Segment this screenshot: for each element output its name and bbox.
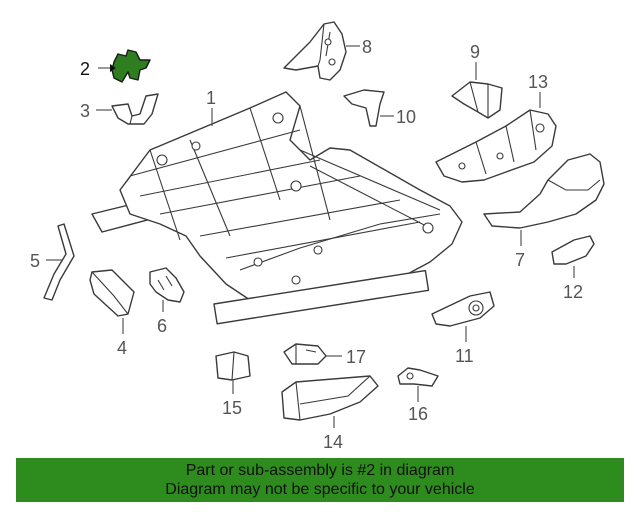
part-14-lower-trim[interactable] <box>281 375 379 421</box>
part-17-clip[interactable] <box>283 343 327 365</box>
callout-4: 4 <box>117 338 127 358</box>
banner-line-2: Diagram may not be specific to your vehi… <box>165 481 475 498</box>
callout-14: 14 <box>323 432 343 452</box>
part-6-clip[interactable] <box>149 267 185 303</box>
callout-15: 15 <box>222 398 242 418</box>
part-16-knob-bracket[interactable] <box>397 367 439 387</box>
callout-13: 13 <box>528 72 548 92</box>
callout-3: 3 <box>80 101 90 121</box>
callout-17: 17 <box>346 347 366 367</box>
part-3-bracket[interactable] <box>111 93 159 125</box>
part-4-side-cover[interactable] <box>89 269 135 317</box>
part-5-rod[interactable] <box>43 223 75 301</box>
part-7-side-trim[interactable] <box>483 153 605 229</box>
part-1-seat-frame[interactable] <box>91 91 463 325</box>
part-8-upper-bracket[interactable] <box>283 21 347 81</box>
info-banner: Part or sub-assembly is #2 in diagram Di… <box>16 458 624 502</box>
part-9-hinge-bracket[interactable] <box>451 81 503 119</box>
callout-2: 2 <box>80 59 90 79</box>
part-15-small-cover[interactable] <box>215 351 251 381</box>
callout-17-label-16: 16 <box>408 404 428 424</box>
callout-7: 7 <box>515 250 525 270</box>
callout-11: 11 <box>455 346 474 366</box>
part-10-bracket[interactable] <box>343 89 385 127</box>
callout-5: 5 <box>30 251 40 271</box>
callout-1: 1 <box>206 88 216 108</box>
part-12-handle[interactable] <box>551 235 595 265</box>
part-2-bracket-highlighted[interactable] <box>111 49 151 83</box>
callout-6: 6 <box>157 316 167 336</box>
callout-9: 9 <box>470 42 480 62</box>
callout-8: 8 <box>362 37 372 57</box>
callout-12: 12 <box>563 282 583 302</box>
part-13-recliner[interactable] <box>435 109 557 183</box>
callout-10: 10 <box>396 107 416 127</box>
part-11-cover[interactable] <box>431 291 495 327</box>
banner-line-1: Part or sub-assembly is #2 in diagram <box>185 462 455 479</box>
